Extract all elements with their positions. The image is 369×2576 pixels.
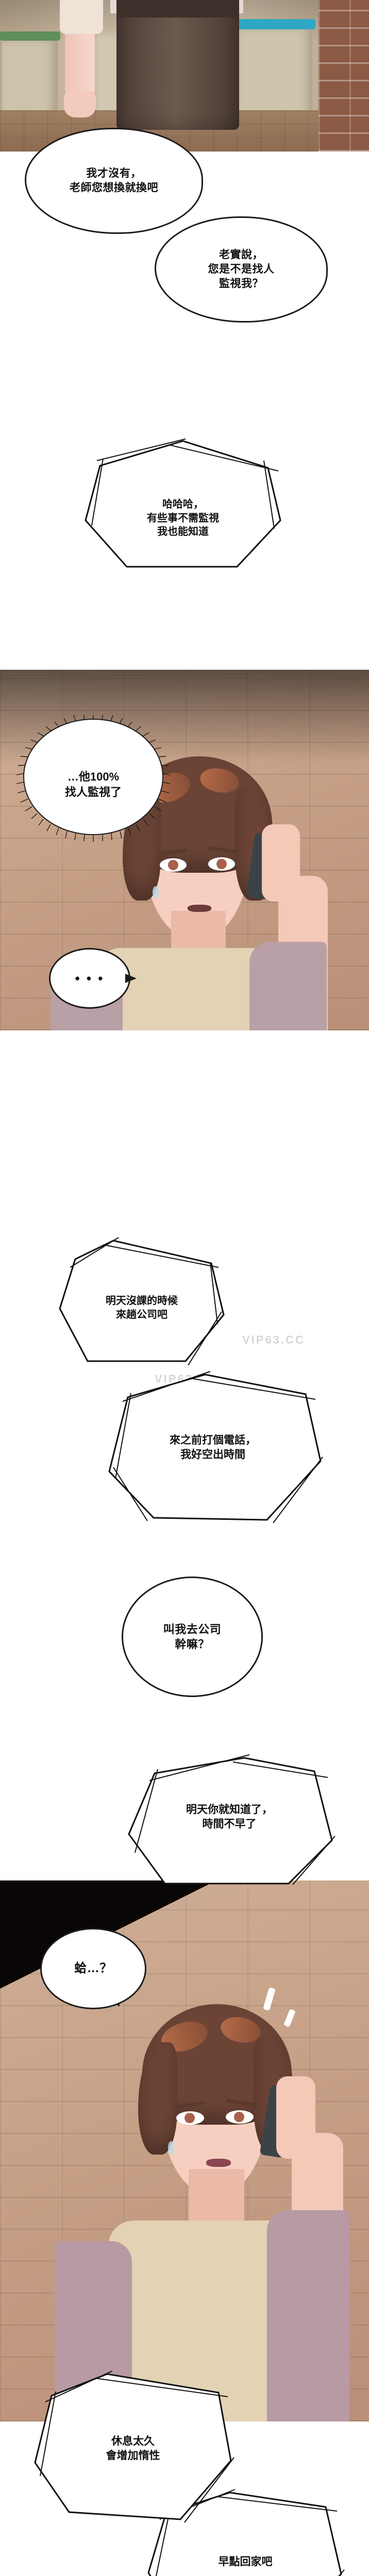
speech-bubble-8: 叫我去公司 幹嘛？ xyxy=(122,1577,263,1697)
speech-bubble-6: 明天沒課的時候 來趟公司吧 xyxy=(57,1236,227,1365)
speech-bubble-5-tail xyxy=(125,974,137,983)
speech-bubble-9: 明天你就知道了， 時間不早了 xyxy=(119,1726,340,1886)
trash-bin-blue xyxy=(237,19,315,125)
figure-hand xyxy=(64,91,96,117)
figure-belt xyxy=(116,0,239,18)
watermark: VIP63.CC xyxy=(242,1333,305,1346)
speech-bubble-2: 老實說， 您是不是找人 監視我？ xyxy=(155,216,328,323)
speech-bubble-5: • • • xyxy=(49,948,130,1009)
brick-wall xyxy=(318,0,369,151)
speech-bubble-11: 休息太久 會增加惰性 xyxy=(30,2370,236,2524)
character-sleeve-2 xyxy=(267,2210,349,2421)
speech-bubble-3: 哈哈哈， 有些事不需監視 我也能知道 xyxy=(82,438,283,572)
figure-trousers xyxy=(116,0,239,130)
speech-bubble-7: 來之前打個電話， 我好空出時間 xyxy=(102,1370,324,1525)
speech-bubble-10: 蛤…？ xyxy=(40,1928,146,2009)
speech-bubble-1: 我才沒有， 老師您想換就換吧 xyxy=(25,128,203,234)
panel-alley xyxy=(0,0,369,151)
character-sleeve xyxy=(249,942,327,1030)
figure-sleeve xyxy=(60,0,103,34)
thought-bubble-4: …他100% 找人監視了 xyxy=(5,715,181,854)
speech-bubble-12: 早點回家吧 xyxy=(142,2488,348,2576)
character-head-2 xyxy=(134,2004,299,2241)
